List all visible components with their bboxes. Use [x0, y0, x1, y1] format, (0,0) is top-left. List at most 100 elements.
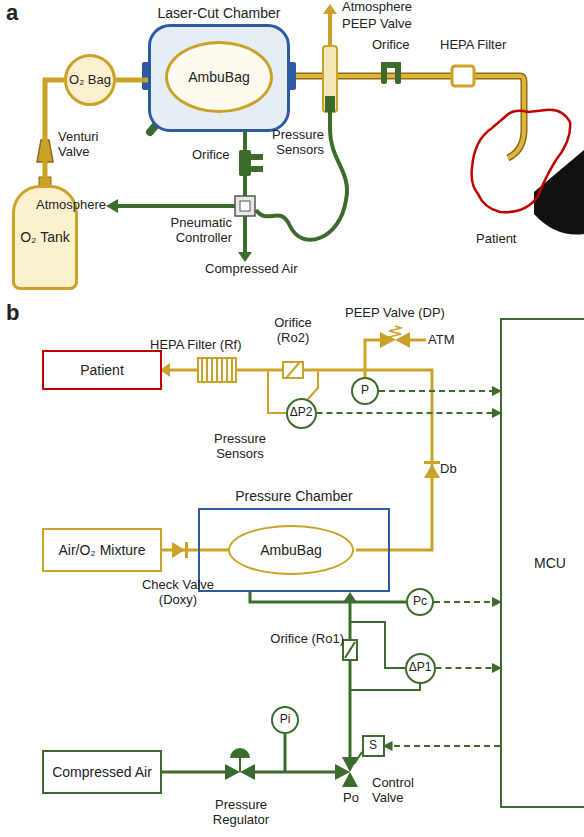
air-symbols	[225, 764, 240, 780]
pneumatic-arrowheads	[106, 199, 252, 262]
node-text: Compressed Air	[52, 764, 152, 780]
air-symbols	[343, 640, 357, 660]
air-lines	[349, 600, 352, 757]
hepa-filter-symbol	[452, 66, 474, 86]
orifice-symbol	[239, 150, 251, 176]
gas-line	[162, 549, 228, 552]
part-label: PEEP Valve	[342, 17, 412, 32]
orifice-symbol	[251, 166, 263, 172]
chamber-heading: Laser-Cut Chamber	[158, 5, 281, 21]
node-text: P	[361, 384, 369, 398]
gas-lines	[365, 340, 426, 370]
signal-label: Db	[440, 462, 457, 477]
component-label: ATM	[428, 333, 454, 348]
component-label: Control Valve	[372, 776, 432, 806]
component-label: Pressure Regulator	[205, 798, 277, 828]
air-symbols	[240, 764, 255, 780]
node-text: S	[369, 739, 377, 753]
node-text: Pc	[413, 595, 427, 609]
panel-a-tubes	[290, 4, 524, 158]
gas-lines	[170, 326, 432, 550]
node-text: O₂ Tank	[20, 229, 70, 245]
node-text: MCU	[534, 555, 566, 571]
pneumatic-controller	[240, 201, 250, 211]
gas-symbols	[424, 461, 440, 464]
air-symbols	[345, 642, 355, 658]
node-text: AmbuBag	[260, 542, 321, 558]
patient-figure	[534, 150, 584, 235]
air-lines	[250, 592, 406, 602]
component-label: Pressure Sensors	[200, 432, 280, 462]
panel-a-tubes	[328, 10, 332, 45]
gas-lines	[364, 370, 367, 377]
gas-symbols	[424, 464, 440, 478]
orifice-clamp	[381, 62, 401, 68]
pneumatic-arrowheads	[238, 252, 252, 262]
node-text: Air/O₂ Mixture	[58, 542, 145, 558]
pressure-sensor: Pi	[271, 706, 299, 734]
patient-box: Patient	[42, 350, 162, 390]
part-label: Orifice	[192, 148, 230, 163]
component-label: Orifice (Ro1)	[268, 632, 344, 647]
patient-figure	[472, 110, 571, 212]
node-text: AmbuBag	[188, 69, 249, 85]
signal-line	[317, 412, 501, 414]
peep-valve-symbol	[323, 46, 337, 112]
gas-symbols	[198, 358, 236, 382]
air-source-box: Compressed Air	[42, 750, 162, 794]
gas-lines	[170, 369, 198, 372]
pneumatic-controller	[235, 196, 255, 216]
orifice-symbol	[239, 150, 263, 176]
peep-valve-symbol	[323, 46, 337, 112]
gas-source-box: Air/O₂ Mixture	[42, 528, 162, 572]
pressure-sensor: Pc	[406, 588, 434, 616]
air-symbols	[230, 748, 250, 758]
pressure-sensor: ΔP1	[405, 653, 436, 684]
part-label: Venturi Valve	[58, 130, 112, 160]
air-symbols	[239, 758, 241, 772]
part-label: Atmosphere	[342, 0, 412, 15]
signal-line	[434, 601, 500, 603]
node-text: O₂ Bag	[69, 73, 111, 88]
air-symbols	[225, 592, 358, 787]
gas-lines	[236, 370, 432, 550]
peep-valve-symbol	[325, 96, 335, 112]
mcu-box: MCU	[500, 318, 584, 808]
air-lines	[284, 734, 287, 772]
part-label: Compressed Air	[205, 262, 297, 277]
laser-cut-chamber: Laser-Cut ChamberAmbuBag	[148, 24, 290, 132]
part-label: Patient	[476, 232, 516, 247]
component-label: Orifice (Ro2)	[262, 316, 324, 346]
pneumatic-lines	[118, 112, 347, 252]
ambubag-oval: AmbuBag	[228, 525, 354, 575]
component-label: HEPA Filter (Rf)	[150, 338, 242, 353]
panel-letter: b	[6, 300, 19, 325]
pneumatic-lines	[243, 216, 247, 252]
pneumatic-arrowheads	[106, 199, 118, 213]
oxygen-bag: O₂ Bag	[64, 54, 116, 106]
pressure-chamber: Pressure ChamberAmbuBag	[198, 508, 390, 592]
signal-line	[385, 745, 501, 747]
air-lines	[162, 592, 420, 772]
gas-symbols	[287, 363, 299, 377]
orifice-symbol	[251, 154, 263, 160]
signal-line	[436, 667, 501, 669]
gas-symbols	[160, 332, 440, 558]
part-label: Orifice	[372, 38, 410, 53]
part-label: HEPA Filter	[440, 38, 506, 53]
part-label: Atmosphere	[36, 198, 106, 213]
pressure-sensor: P	[351, 377, 379, 405]
signal-line	[379, 390, 500, 392]
chamber-heading: Pressure Chamber	[235, 488, 353, 504]
node-text: ΔP1	[409, 661, 432, 675]
oxygen-tube	[116, 78, 148, 83]
patient-figure	[472, 110, 584, 235]
air-symbols	[342, 772, 358, 787]
node-text: Patient	[80, 362, 124, 378]
pneumatic-lines	[118, 204, 235, 208]
node-text: ΔP2	[290, 406, 313, 420]
gas-symbols	[380, 332, 395, 348]
part-label: Pressure Sensors	[256, 128, 324, 158]
part-label: Pneumatic Controller	[148, 216, 232, 246]
